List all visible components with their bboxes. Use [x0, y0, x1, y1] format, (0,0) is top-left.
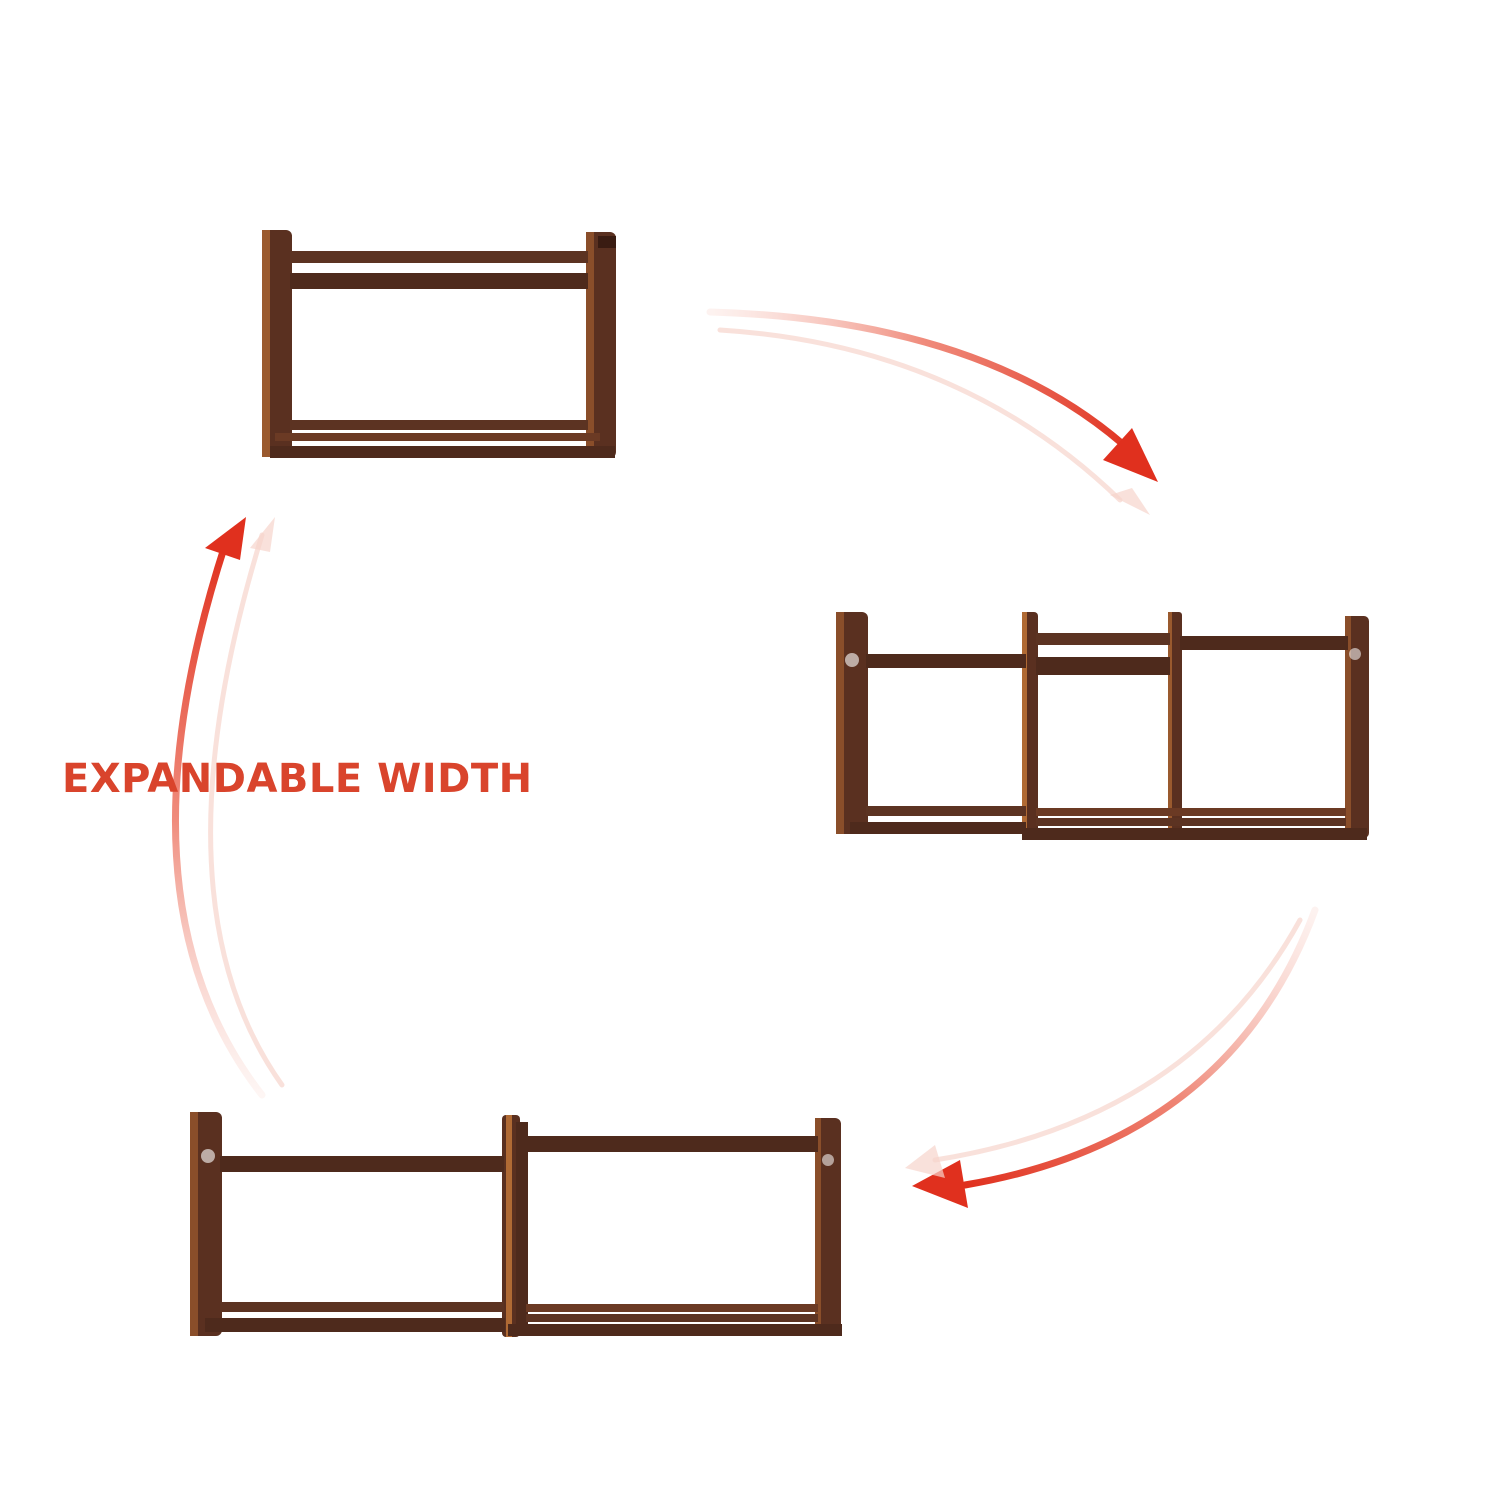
arrow-top-right — [706, 308, 1158, 515]
arrow-bottom-right — [905, 906, 1319, 1208]
arrowhead-icon — [912, 1160, 968, 1208]
expandable-width-headline: EXPANDABLE WIDTH — [62, 756, 533, 802]
arrowhead-icon — [205, 517, 246, 560]
arrowhead-icon — [1103, 428, 1158, 482]
arrow-left — [171, 517, 285, 1099]
fully-expanded-shelf — [190, 1112, 842, 1337]
half-expanded-shelf — [836, 612, 1369, 840]
collapsed-shelf — [262, 230, 616, 458]
